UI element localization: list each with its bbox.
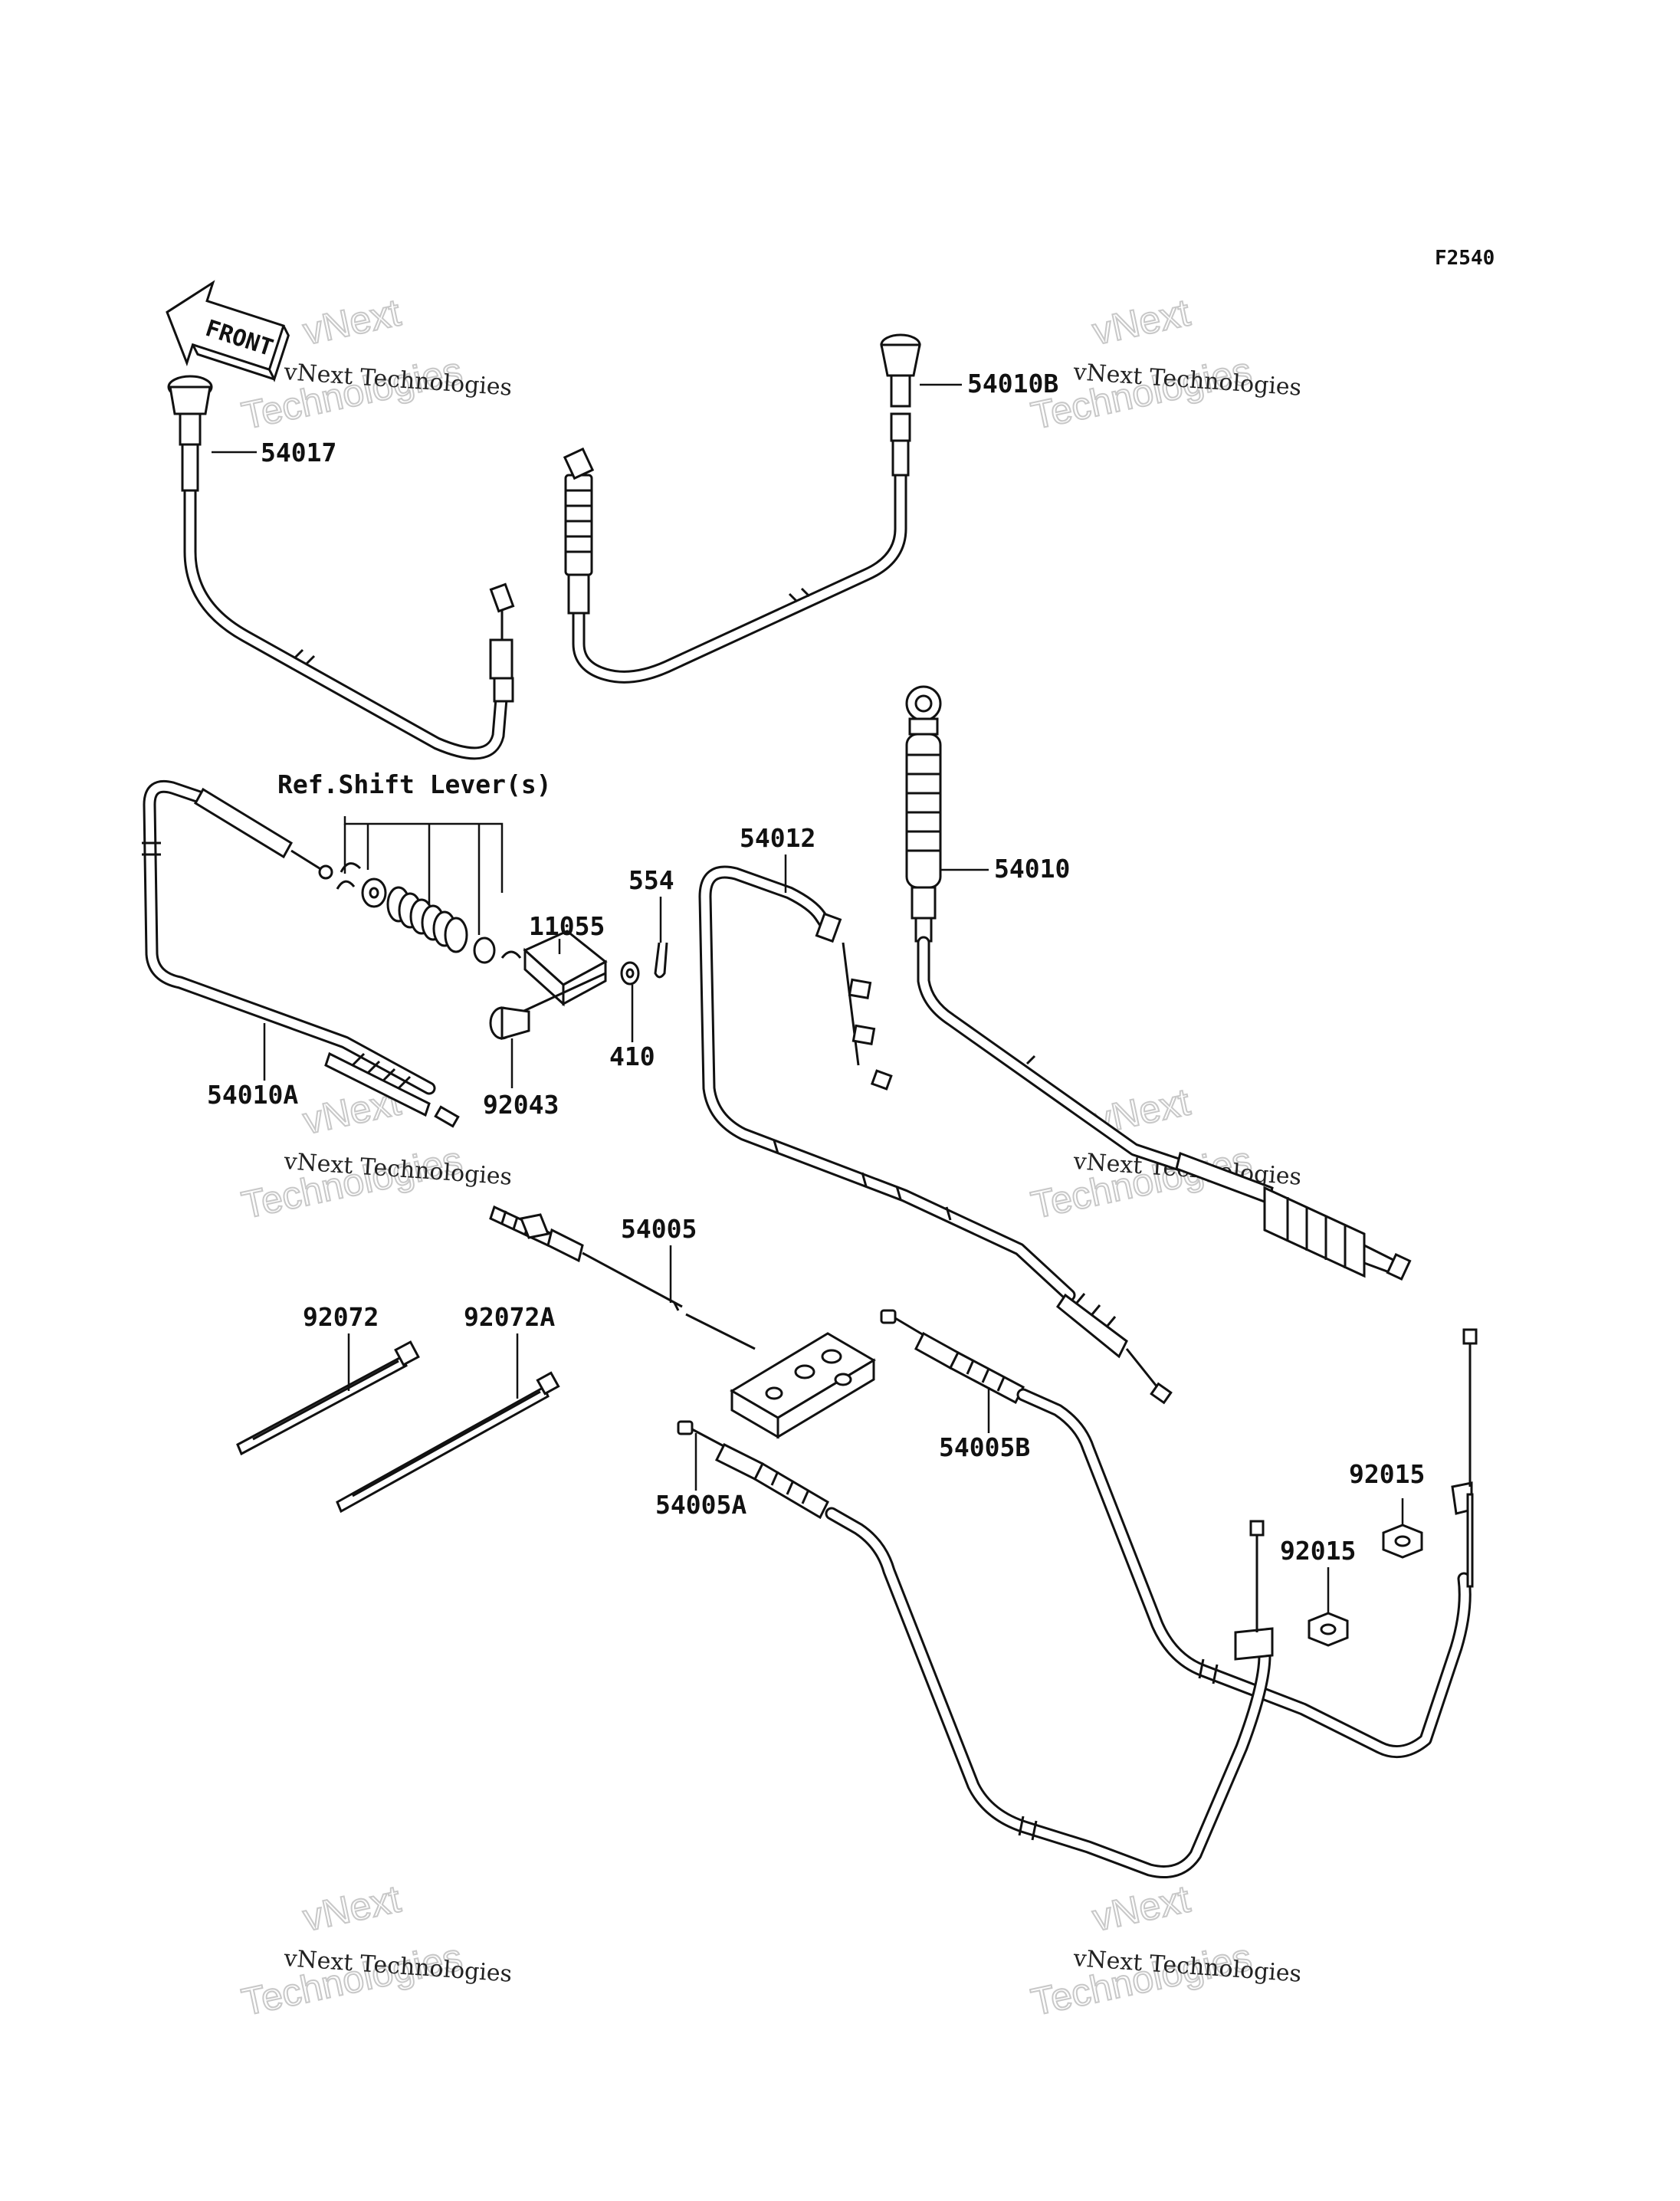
- e-clip-3: [500, 950, 522, 959]
- spring-shift: [386, 886, 468, 953]
- reference-note: Ref.Shift Lever(s): [277, 769, 552, 799]
- cable-tie-92072A: [336, 1371, 560, 1514]
- svg-text:vNext: vNext: [300, 290, 405, 353]
- label-54005B: 54005B: [939, 1432, 1030, 1462]
- e-clip-2: [336, 880, 356, 890]
- label-92072: 92072: [303, 1302, 379, 1332]
- equalizer-bracket: [730, 1332, 876, 1439]
- nut-92015-lower: [1308, 1612, 1349, 1647]
- nut-92015-upper: [1382, 1524, 1423, 1559]
- reference-bracket: [343, 816, 504, 935]
- watermark-bottom-right: vNext Technologies vNext Technologies: [1027, 1876, 1303, 2024]
- cable-54010B: [563, 333, 921, 684]
- cable-54010-boot: [905, 733, 942, 889]
- front-arrow-icon: FRONT: [166, 280, 290, 382]
- label-92072A: 92072A: [464, 1302, 555, 1332]
- label-92043: 92043: [483, 1090, 559, 1120]
- figure-code: F2540: [1435, 247, 1495, 270]
- label-54005: 54005: [621, 1214, 697, 1244]
- label-54010: 54010: [994, 854, 1070, 884]
- pin-92043: [489, 1006, 530, 1040]
- cable-54010: [905, 685, 1412, 1281]
- watermark-top-right: vNext Technologies vNext Technologies: [1027, 290, 1303, 438]
- svg-text:vNext: vNext: [300, 1877, 405, 1939]
- collar-shift: [473, 936, 496, 964]
- cable-54005A: [677, 1420, 1274, 1878]
- cable-54010-lower-boot: [1263, 1186, 1366, 1278]
- label-54010B: 54010B: [967, 369, 1058, 399]
- label-54017: 54017: [261, 438, 336, 467]
- label-410: 410: [609, 1041, 655, 1071]
- label-92015-upper: 92015: [1349, 1459, 1425, 1489]
- label-54012: 54012: [740, 823, 815, 853]
- cable-54017: [167, 375, 515, 760]
- cotter-pin-554: [654, 942, 668, 979]
- shift-lever-hardware: [336, 862, 668, 1040]
- label-11055: 11055: [529, 911, 605, 941]
- cable-tie-92072: [236, 1340, 420, 1456]
- e-clip-1: [340, 862, 362, 873]
- svg-text:vNext: vNext: [1089, 1877, 1194, 1939]
- cable-54010A: [142, 779, 460, 1128]
- cable-54005: [489, 1205, 756, 1350]
- label-54010A: 54010A: [207, 1080, 298, 1110]
- label-554: 554: [628, 865, 674, 895]
- svg-text:vNext: vNext: [1089, 290, 1194, 353]
- label-92015-lower: 92015: [1280, 1536, 1356, 1566]
- label-54005A: 54005A: [655, 1490, 746, 1520]
- watermark-bottom-left: vNext Technologies vNext Technologies: [238, 1876, 514, 2024]
- cable-54012: [698, 865, 1173, 1405]
